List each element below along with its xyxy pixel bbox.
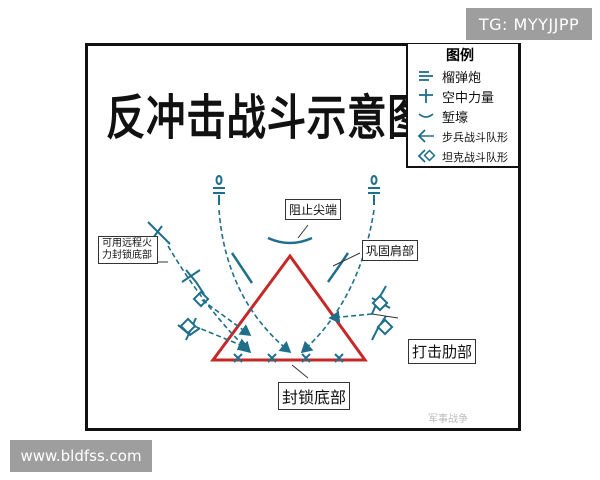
label-block-base: 封锁底部 bbox=[278, 382, 351, 410]
left-artillery-icon bbox=[213, 175, 225, 205]
legend: 图例 榴弹炮 空中力量 堑壕 步兵战斗队形 坦克战斗队形 bbox=[406, 44, 518, 168]
tip-trench bbox=[267, 236, 313, 245]
attack-arrows bbox=[167, 209, 375, 354]
tg-badge: TG: MYYJJPP bbox=[466, 8, 592, 40]
legend-label-infantry: 步兵战斗队形 bbox=[442, 131, 508, 144]
label-long-range-fire: 可用远程火力封锁底部 bbox=[98, 236, 158, 264]
legend-item-air-power: 空中力量 bbox=[416, 86, 520, 106]
trench-icon bbox=[418, 113, 434, 118]
base-x-markers bbox=[233, 353, 344, 363]
leader-lines bbox=[150, 224, 399, 379]
legend-item-tank: 坦克战斗队形 bbox=[416, 146, 520, 166]
legend-label-mortar: 榴弹炮 bbox=[442, 71, 482, 86]
legend-label-trench: 堑壕 bbox=[442, 111, 469, 126]
legend-item-mortar: 榴弹炮 bbox=[416, 66, 520, 86]
mortar-icon bbox=[419, 71, 433, 81]
right-shoulder-trench bbox=[326, 252, 350, 283]
tank-formation-icon bbox=[417, 149, 436, 163]
legend-label-air-power: 空中力量 bbox=[442, 91, 495, 106]
legend-title: 图例 bbox=[446, 48, 474, 64]
url-badge: www.bldfss.com bbox=[10, 440, 152, 472]
label-consolidate-shoulder: 巩固肩部 bbox=[362, 240, 419, 261]
legend-item-infantry: 步兵战斗队形 bbox=[416, 126, 520, 146]
label-block-tip: 阻止尖端 bbox=[285, 199, 342, 220]
infantry-formation-icon bbox=[417, 129, 434, 143]
air-power-icon bbox=[419, 89, 433, 103]
right-artillery-icon bbox=[368, 175, 380, 205]
watermark: 军事战争 bbox=[428, 414, 468, 425]
left-shoulder-trench bbox=[230, 252, 254, 284]
right-tank-units bbox=[371, 294, 394, 336]
diagram-title: 反冲击战斗示意图 bbox=[106, 90, 428, 146]
label-strike-flank: 打击肋部 bbox=[408, 339, 477, 364]
legend-label-tank: 坦克战斗队形 bbox=[442, 151, 508, 164]
enemy-salient-triangle bbox=[210, 253, 368, 362]
legend-item-trench: 堑壕 bbox=[416, 106, 520, 126]
